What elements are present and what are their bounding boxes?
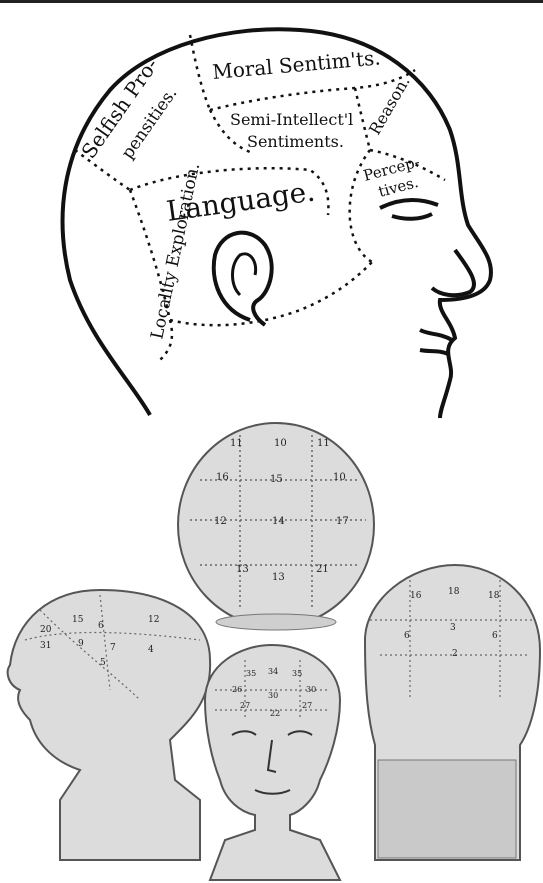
bust-right-number: 18: [488, 591, 500, 601]
bust-top-number: 13: [236, 564, 249, 575]
bust-front-number: 30: [268, 691, 278, 700]
bust-top-number: 14: [272, 516, 285, 527]
bust-front-number: 35: [246, 669, 256, 678]
bust-left-number: 9: [78, 639, 84, 649]
bust-right-number: 6: [492, 631, 498, 641]
bust-front-number: 34: [268, 667, 278, 676]
bust-top-number: 11: [317, 438, 330, 449]
bust-left-number: 4: [148, 645, 154, 655]
bust-left-profile: 15 20 6 12 31 9 7 5 4: [8, 590, 210, 860]
bust-top-number: 12: [214, 516, 227, 527]
bust-front-number: 27: [302, 701, 312, 710]
bust-front-number: 30: [306, 685, 316, 694]
bust-top-number: 17: [336, 516, 349, 527]
bust-right-number: 18: [448, 587, 460, 597]
bust-right-number: 3: [450, 623, 456, 633]
bust-front-number: 22: [270, 709, 280, 718]
bust-left-number: 5: [100, 658, 106, 668]
bust-front-number: 35: [292, 669, 302, 678]
bust-top-number: 13: [272, 572, 285, 583]
bust-top-number: 21: [316, 564, 329, 575]
bust-left-number: 6: [98, 621, 104, 631]
bust-top-number: 15: [270, 474, 283, 485]
bust-right-number: 6: [404, 631, 410, 641]
bust-left-number: 20: [40, 625, 52, 635]
bust-right-number: 2: [452, 649, 458, 659]
bust-left-number: 12: [148, 615, 159, 625]
bust-right-back: 16 18 18 6 3 6 2: [365, 565, 540, 860]
bust-top-number: 11: [230, 438, 243, 449]
bust-left-number: 15: [72, 615, 84, 625]
bust-right-number: 16: [410, 591, 422, 601]
bust-front-number: 27: [240, 701, 250, 710]
bust-left-number: 31: [40, 641, 51, 651]
bust-top-back: 11 10 11 16 15 10 12 14 17 13 13 21: [178, 423, 374, 630]
bust-top-number: 10: [333, 472, 346, 483]
bust-front-number: 26: [232, 685, 242, 694]
bust-left-number: 7: [110, 643, 116, 653]
bust-top-number: 16: [216, 472, 229, 483]
bust-front: 35 34 35 26 30 30 27 22 27: [205, 645, 340, 880]
bust-top-number: 10: [274, 438, 287, 449]
